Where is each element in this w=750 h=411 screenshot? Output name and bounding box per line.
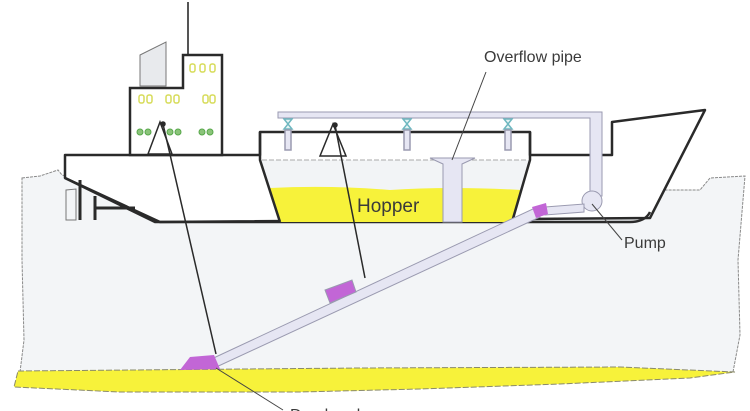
overflow-pipe-label: Overflow pipe — [484, 49, 582, 66]
draghead-label: Draghead — [290, 407, 360, 411]
hopper-walls — [258, 132, 532, 223]
rudder-propeller — [65, 180, 135, 221]
seabed-sediment — [13, 366, 736, 393]
pump-leader — [591, 203, 623, 241]
hoist-wire-mid — [334, 124, 366, 279]
pump-label: Pump — [624, 235, 666, 252]
mid-joint — [324, 279, 357, 304]
portholes — [136, 128, 214, 136]
pump — [581, 190, 603, 212]
hull-joint — [532, 203, 548, 218]
draghead-leader — [215, 367, 284, 411]
hoist-wire-aft — [162, 123, 217, 355]
hopper-label: Hopper — [357, 196, 420, 217]
superstructure — [128, 53, 224, 157]
draghead — [180, 355, 220, 370]
bridge-windows — [138, 63, 216, 104]
valves — [282, 118, 514, 151]
funnel — [139, 41, 167, 87]
overflow-pipe — [429, 157, 476, 223]
overflow-pipe-leader — [451, 71, 487, 161]
hull-keel — [64, 176, 652, 224]
